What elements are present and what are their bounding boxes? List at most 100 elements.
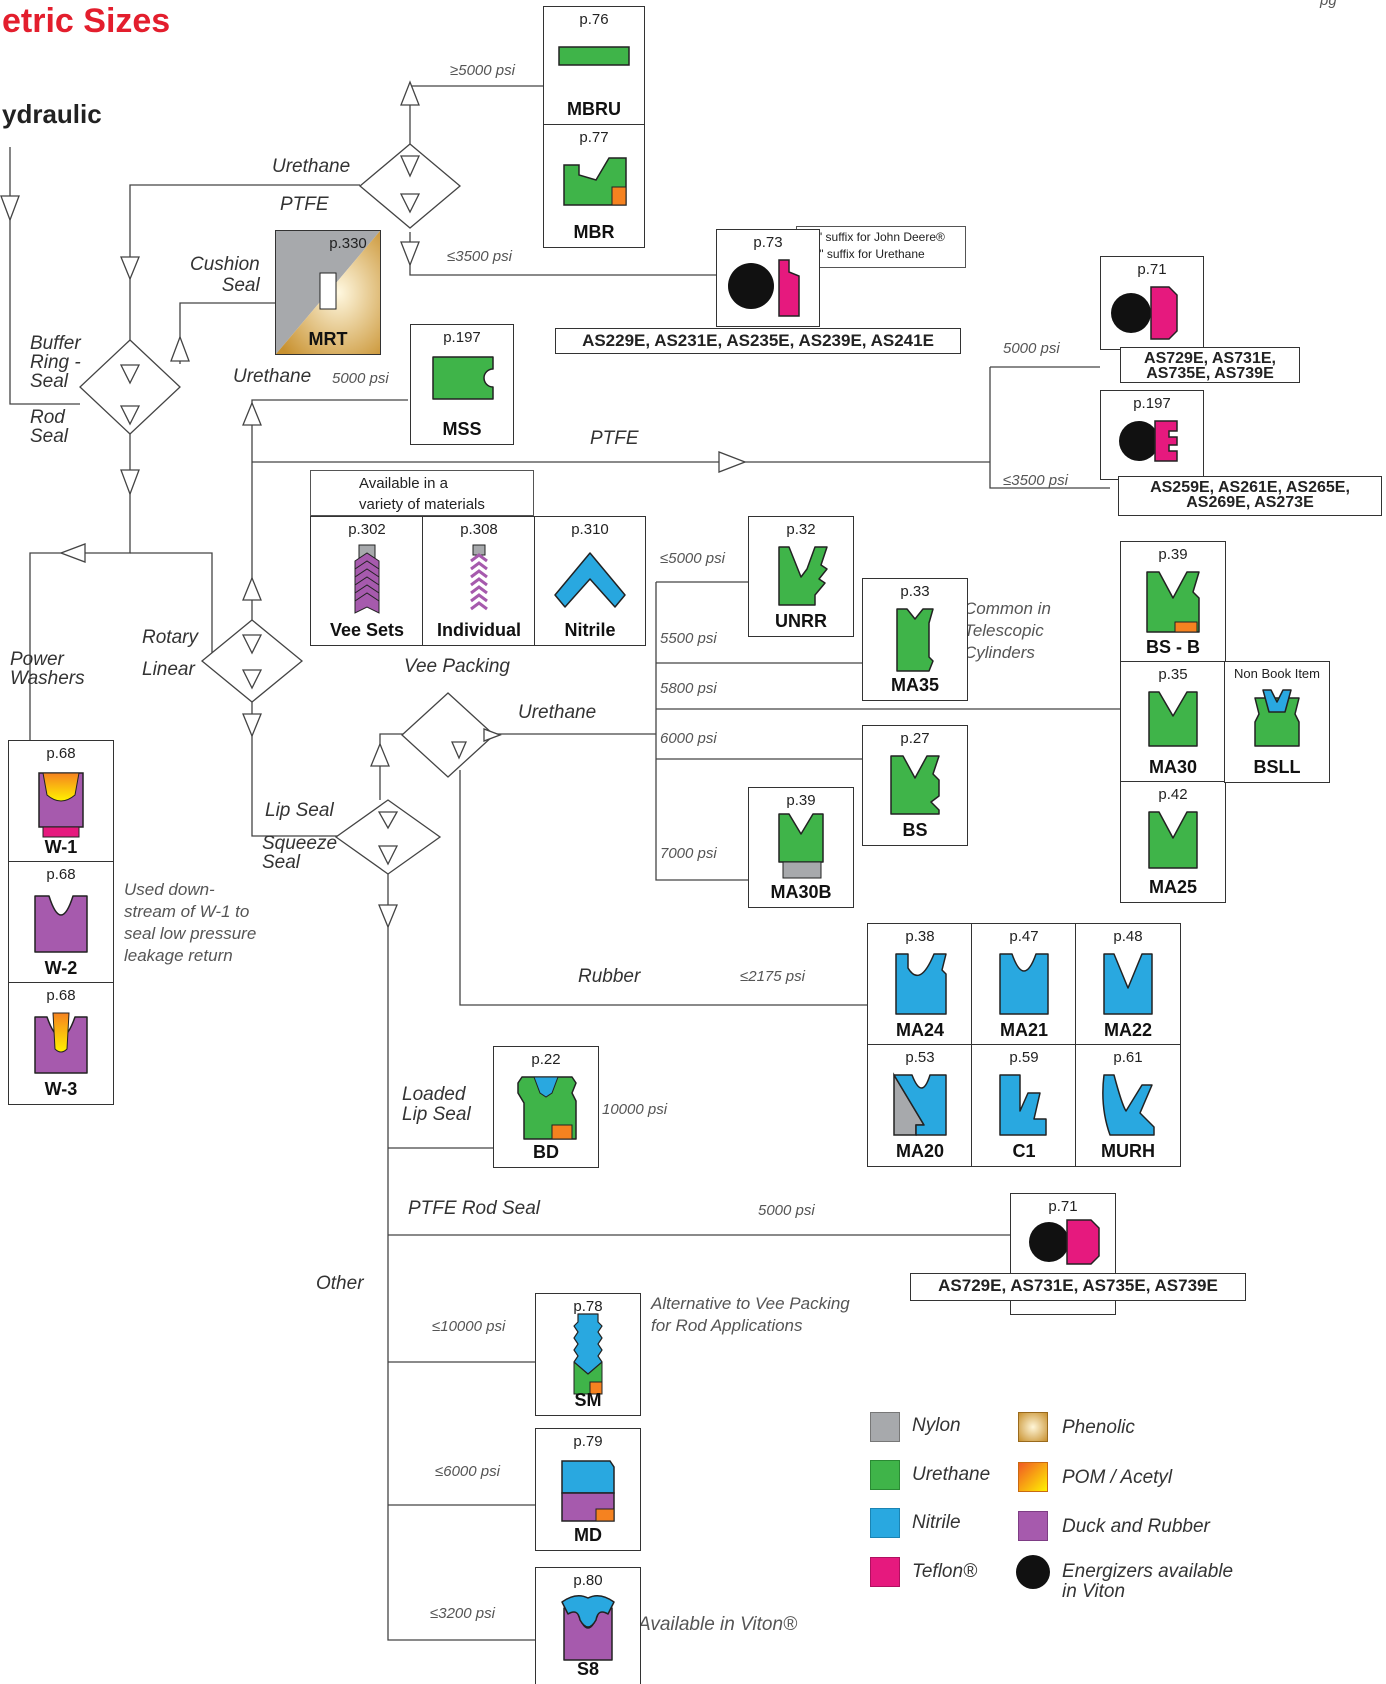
part-codes-as729a[interactable]: AS729E, AS731E, AS735E, AS739E [1120, 347, 1300, 383]
part-card-w1[interactable]: p.68 W-1 [8, 740, 114, 863]
junction-diamond [401, 692, 495, 778]
part-name: Nitrile [564, 620, 616, 640]
part-card-mbr[interactable]: p.77 MBR [543, 124, 645, 248]
part-name: MA24 [895, 1020, 944, 1040]
page-ref: p.38 [905, 928, 935, 945]
flow-arrow [399, 193, 421, 214]
flow-arrow [120, 469, 140, 496]
note-viton: Available in Viton® [638, 1614, 798, 1635]
note-telescopic: Common in Telescopic Cylinders [964, 599, 1051, 662]
part-codes-as259[interactable]: AS259E, AS261E, AS265E, AS269E, AS273E [1118, 476, 1382, 516]
part-card-bs[interactable]: p.27 BS [862, 725, 968, 846]
part-name: SM [574, 1390, 602, 1410]
suffix-note: "-1" suffix for John Deere® "-P" suffix … [796, 226, 966, 268]
junction-diamond [358, 143, 462, 229]
label-lip-seal: Lip Seal [265, 800, 334, 821]
page-ref: p.68 [46, 987, 76, 1004]
page-title: etric Sizes [2, 2, 171, 40]
flow-arrow [718, 451, 747, 473]
part-card-ma35[interactable]: p.33 MA35 [862, 578, 968, 701]
pressure-label: 5000 psi [758, 1202, 815, 1219]
label-ptfe-mid: PTFE [590, 428, 639, 449]
part-name: W-3 [44, 1079, 78, 1099]
page-ref: p.197 [1133, 395, 1171, 412]
legend-label: Urethane [912, 1464, 991, 1485]
legend-swatch-phenolic [1018, 1412, 1048, 1442]
page-ref: p.330 [329, 235, 367, 252]
label-ptfe-rod-seal: PTFE Rod Seal [408, 1198, 540, 1219]
pressure-label: 5000 psi [1003, 340, 1060, 357]
pressure-label: 5800 psi [660, 680, 717, 697]
page-ref: p.61 [1113, 1049, 1143, 1066]
part-codes-as729b[interactable]: AS729E, AS731E, AS735E, AS739E [910, 1273, 1246, 1301]
part-card-nitrile[interactable]: p.310 Nitrile [534, 516, 646, 646]
page-ref: p.68 [46, 866, 76, 883]
part-codes-as229[interactable]: AS229E, AS231E, AS235E, AS239E, AS241E [555, 328, 961, 354]
part-card-bs-b[interactable]: p.39 BS - B [1120, 541, 1226, 663]
flow-arrow [400, 241, 420, 267]
part-name: MBR [573, 222, 615, 242]
part-card-ma24[interactable]: p.38 MA24 [867, 923, 973, 1046]
part-name: MA22 [1103, 1020, 1152, 1040]
part-card-ma21[interactable]: p.47 MA21 [971, 923, 1077, 1046]
part-card-ma20[interactable]: p.53 MA20 [867, 1044, 973, 1167]
part-card-individual[interactable]: p.308 Individual [422, 516, 536, 646]
part-card-w2[interactable]: p.68 W-2 [8, 861, 114, 984]
pressure-label: 5000 psi [332, 370, 389, 387]
legend-label: Energizers available in Viton [1062, 1561, 1234, 1602]
part-card-mrt[interactable]: p.330 MRT [275, 230, 381, 355]
part-name: BS [902, 820, 928, 840]
note-alt-vee: Alternative to Vee Packing for Rod Appli… [651, 1294, 850, 1335]
legend-swatch-nitrile [870, 1508, 900, 1538]
part-card-mss[interactable]: p.197 MSS [410, 324, 514, 445]
legend-label: Nylon [912, 1415, 961, 1436]
energizer [728, 263, 774, 309]
label-rubber: Rubber [578, 966, 641, 987]
part-card-bd[interactable]: p.22 BD [493, 1046, 599, 1168]
part-name: UNRR [775, 611, 827, 631]
label-buffer-ring-seal: Buffer Ring - Seal [30, 333, 81, 392]
part-name: MA21 [999, 1020, 1048, 1040]
part-card-ma30b[interactable]: p.39 MA30B [748, 787, 854, 908]
part-name: S8 [576, 1659, 600, 1679]
label-cushion-seal: Cushion Seal [190, 254, 260, 296]
part-card-mbru[interactable]: p.76 MBRU [543, 6, 645, 125]
page-ref: p.53 [905, 1049, 935, 1066]
flow-arrow [59, 543, 86, 563]
part-card-p73[interactable]: p.73 [716, 229, 820, 327]
flow-arrow [377, 845, 399, 866]
part-name: Individual [436, 620, 521, 640]
part-card-ma30[interactable]: p.35 MA30 [1120, 661, 1226, 783]
page-ref: p.80 [573, 1572, 603, 1589]
page-subtitle: ydraulic [2, 99, 102, 129]
part-card-p71a[interactable]: p.71 [1100, 256, 1204, 350]
flow-arrow [400, 80, 420, 106]
part-card-ma22[interactable]: p.48 MA22 [1075, 923, 1181, 1046]
part-card-md[interactable]: p.79 MD [535, 1428, 641, 1551]
part-name: BSLL [1253, 757, 1301, 777]
flow-arrow [399, 155, 421, 178]
part-card-bsll[interactable]: Non Book Item BSLL [1224, 661, 1330, 783]
part-name: MRT [308, 329, 348, 349]
pressure-label: ≤6000 psi [435, 1463, 500, 1480]
junction-diamond [334, 799, 442, 875]
part-card-murh[interactable]: p.61 MURH [1075, 1044, 1181, 1167]
part-card-p197a[interactable]: p.197 [1100, 390, 1204, 480]
part-card-c1[interactable]: p.59 C1 [971, 1044, 1077, 1167]
part-name: MBRU [567, 99, 621, 119]
legend-label: Teflon® [912, 1561, 978, 1582]
page-ref: p.27 [900, 730, 930, 747]
part-card-ma25[interactable]: p.42 MA25 [1120, 781, 1226, 903]
part-card-unrr[interactable]: p.32 UNRR [748, 516, 854, 637]
page-ref: p.47 [1009, 928, 1039, 945]
page-ref: p.35 [1158, 666, 1188, 683]
part-card-w3[interactable]: p.68 W-3 [8, 982, 114, 1105]
label-power-washers: Power Washers [10, 649, 85, 689]
pressure-label: ≤5000 psi [660, 550, 725, 567]
part-card-s8[interactable]: p.80 S8 [535, 1567, 641, 1684]
part-name: W-2 [44, 958, 78, 978]
energizer-icon [1016, 1555, 1050, 1589]
legend-label: Duck and Rubber [1062, 1516, 1210, 1537]
part-card-vee-sets[interactable]: p.302 Vee Sets [310, 516, 424, 646]
part-card-sm[interactable]: p.78 SM [535, 1293, 641, 1416]
